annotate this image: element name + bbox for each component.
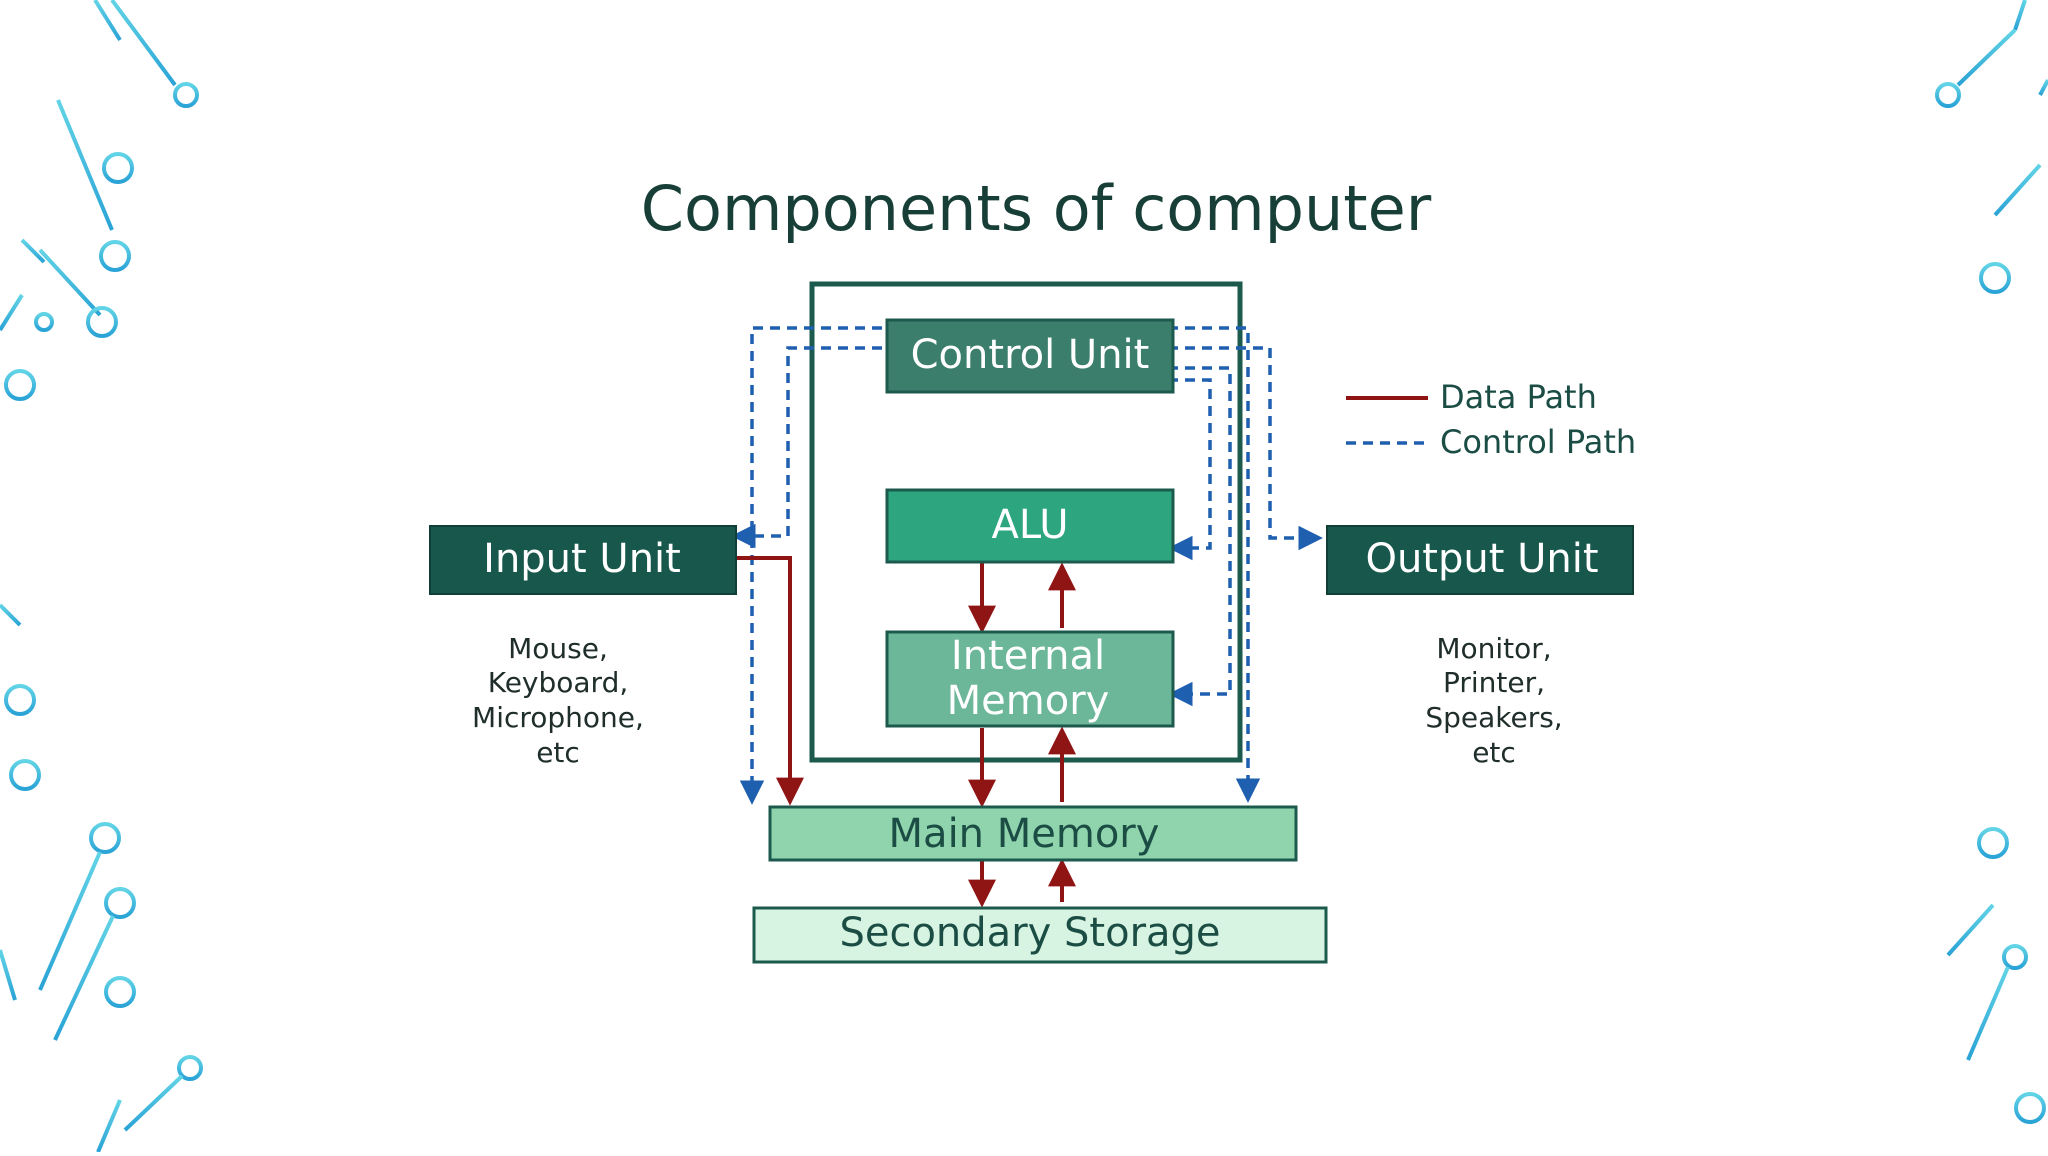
output-device-4: etc: [1472, 736, 1516, 769]
legend-control-path-label: Control Path: [1440, 423, 1636, 461]
control-path-to-internal-memory: [1168, 366, 1232, 707]
output-unit-label: Output Unit: [1365, 536, 1598, 582]
control-path-to-output-unit: [1168, 346, 1323, 551]
input-unit-label: Input Unit: [483, 536, 681, 582]
output-device-2: Printer,: [1443, 666, 1545, 699]
input-unit-node: Input Unit: [429, 525, 737, 595]
alu-node: ALU: [885, 488, 1175, 564]
input-device-2: Keyboard,: [488, 666, 629, 699]
input-device-1: Mouse,: [508, 632, 608, 665]
input-device-4: etc: [536, 736, 580, 769]
data-path-input-to-main-memory: [736, 556, 804, 806]
secondary-storage-label: Secondary Storage: [839, 910, 1220, 956]
control-unit-node: Control Unit: [885, 318, 1175, 394]
output-devices-list: Monitor, Printer, Speakers, etc: [1425, 632, 1562, 769]
output-device-1: Monitor,: [1436, 632, 1551, 665]
control-path-to-alu: [1168, 378, 1212, 561]
control-path-to-secondary-storage: [739, 326, 882, 805]
alu-label: ALU: [992, 502, 1069, 548]
main-memory-node: Main Memory: [768, 805, 1298, 862]
circuit-decoration-top-left: [0, 0, 199, 401]
control-unit-label: Control Unit: [911, 332, 1150, 378]
legend: Data Path Control Path: [1346, 378, 1636, 461]
diagram-title: Components of computer: [641, 172, 1432, 245]
input-device-3: Microphone,: [472, 701, 644, 734]
internal-memory-label-line-2: Memory: [947, 678, 1110, 724]
control-paths: [731, 326, 1323, 805]
secondary-storage-node: Secondary Storage: [752, 906, 1328, 964]
control-path-to-main-memory: [1168, 326, 1261, 803]
output-device-3: Speakers,: [1425, 701, 1562, 734]
circuit-decoration-bottom-left: [0, 603, 203, 1153]
circuit-decoration-top-right: [1935, 0, 2048, 294]
cpu-container: [809, 281, 1243, 763]
internal-memory-node: Internal Memory: [885, 630, 1175, 728]
control-path-to-input-unit: [731, 346, 882, 549]
main-memory-label: Main Memory: [889, 811, 1160, 857]
internal-memory-label-line-1: Internal: [951, 633, 1105, 679]
input-devices-list: Mouse, Keyboard, Microphone, etc: [472, 632, 644, 769]
data-paths: [736, 556, 1076, 908]
output-unit-node: Output Unit: [1326, 525, 1634, 595]
circuit-decoration-bottom-right: [1946, 827, 2048, 1152]
legend-data-path-label: Data Path: [1440, 378, 1597, 416]
